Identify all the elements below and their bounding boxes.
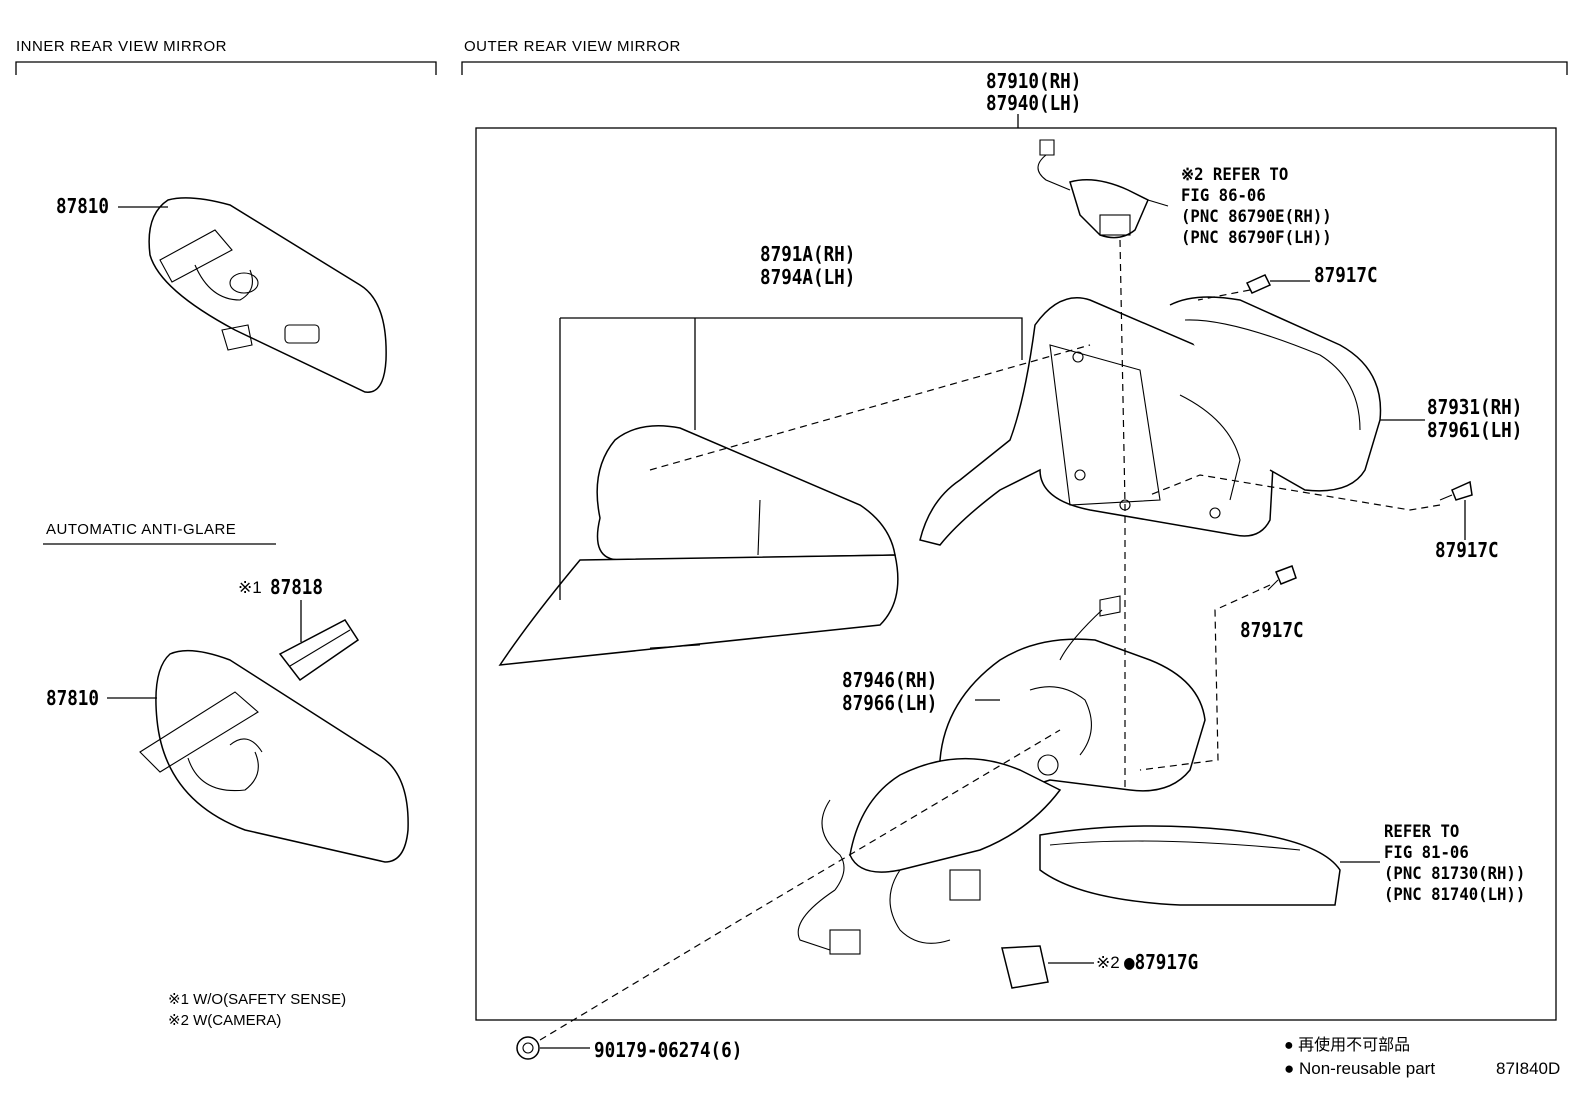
outer-mirror-assembly-frame [475,127,1557,1021]
turn-signal-ref-line-4: (PNC 81740(LH)) [1384,885,1526,905]
cover-plate-drawing [1001,945,1094,989]
mirror-base-drawing [797,757,1062,955]
turn-signal-reference-note: REFER TO FIG 81-06 (PNC 81730(RH)) (PNC … [1384,822,1525,906]
part-number-87931: 87931(RH) [1427,395,1523,419]
part-number-87910: 87910(RH) [986,69,1082,93]
turn-signal-ref-line-2: FIG 81-06 [1384,843,1469,863]
part-mark-87917G: ※2 [1096,953,1120,972]
part-number-8791A: 8791A(RH) [760,242,856,266]
camera-drawing [1037,139,1169,239]
camera-ref-line-2: FIG 86-06 [1181,186,1266,206]
turn-signal-ref-line-1: REFER TO [1384,822,1460,842]
mirror-actuator-drawing [939,595,1206,795]
part-number-90179-06274: 90179-06274(6) [594,1038,743,1062]
part-number-87946: 87946(RH) [842,668,938,692]
legend-non-reusable-part: ● Non-reusable part [1284,1059,1436,1078]
part-number-87917C-mid: 87917C [1240,618,1304,642]
part-number-8794A: 8794A(LH) [760,265,856,289]
part-number-87961: 87961(LH) [1427,418,1523,442]
part-number-87818: 87818 [270,575,323,599]
inner-mirror-bottom-drawing [107,649,409,863]
screw-mid-drawing [1267,565,1297,591]
camera-reference-note: ※2 REFER TO FIG 86-06 (PNC 86790E(RH)) (… [1181,165,1332,249]
assembly-guide-lines [539,239,1441,1041]
legend-japanese: ● 再使用不可部品 [1284,1037,1411,1054]
camera-ref-line-3: (PNC 86790E(RH)) [1181,207,1332,227]
part-number-87917C-top: 87917C [1314,263,1378,287]
turn-signal-ref-line-3: (PNC 81730(RH)) [1384,864,1526,884]
camera-ref-line-1: ※2 REFER TO [1181,165,1289,185]
camera-ref-line-4: (PNC 86790F(LH)) [1181,228,1332,248]
sensor-cover-drawing [278,600,360,682]
footnote-1: ※1 W/O(SAFETY SENSE) [168,991,347,1008]
part-number-87966: 87966(LH) [842,691,938,715]
section-bracket-inner [15,61,437,75]
inner-mirror-top-drawing [118,197,387,393]
mirror-glass-drawing [1169,296,1425,492]
footnote-2: ※2 W(CAMERA) [168,1012,282,1029]
part-number-87917C-right: 87917C [1435,538,1499,562]
section-title-outer: OUTER REAR VIEW MIRROR [464,38,681,55]
part-number-87917G: ●87917G [1124,950,1199,974]
turn-signal-lamp-drawing [1039,825,1380,906]
section-title-inner: INNER REAR VIEW MIRROR [16,38,228,55]
part-number-87940: 87940(LH) [986,91,1082,115]
part-number-87810-bottom: 87810 [46,686,99,710]
screw-top-drawing [1245,274,1310,294]
section-bracket-outer [461,61,1568,75]
clip-drawing [516,1036,590,1060]
part-number-87810-top: 87810 [56,194,109,218]
illustration-code: 87I840D [1496,1059,1561,1078]
section-title-anti-glare: AUTOMATIC ANTI-GLARE [46,521,237,538]
screw-right-drawing [1439,480,1473,540]
mirror-cover-drawing [498,317,1023,666]
part-mark-87818: ※1 [238,578,262,597]
